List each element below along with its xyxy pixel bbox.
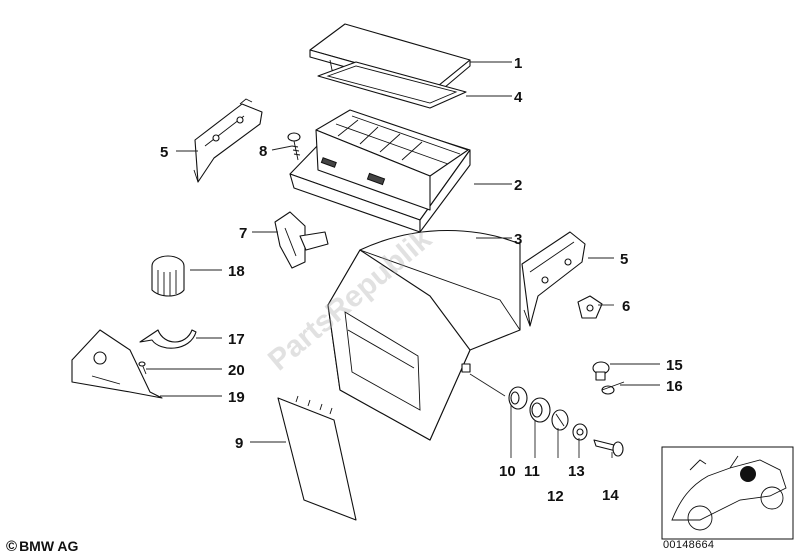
part-screw-16 xyxy=(601,381,625,395)
callout-10: 10 xyxy=(499,463,516,480)
callout-8: 8 xyxy=(259,143,267,160)
part-washer-13 xyxy=(572,423,588,441)
callout-5-left: 5 xyxy=(160,144,168,161)
part-plate-9 xyxy=(277,395,357,521)
part-screw-8 xyxy=(287,132,301,161)
diagram-id: 00148664 xyxy=(663,539,715,551)
part-grommet-10 xyxy=(508,386,528,410)
part-bracket-19 xyxy=(71,329,163,399)
part-bolt-14 xyxy=(593,439,624,457)
copyright-text: BMW AG xyxy=(19,538,79,554)
callout-13: 13 xyxy=(568,463,585,480)
callout-16: 16 xyxy=(666,378,683,395)
callout-5-right: 5 xyxy=(620,251,628,268)
motorcycle-thumbnail xyxy=(661,446,794,540)
part-screw-20 xyxy=(138,361,147,375)
callout-labels: 1 2 3 4 5 5 6 7 8 9 10 11 12 13 14 15 16… xyxy=(160,55,683,505)
part-bracket-right xyxy=(521,231,586,327)
callout-11: 11 xyxy=(524,463,540,480)
location-marker-icon xyxy=(740,466,756,482)
part-housing xyxy=(327,229,521,441)
part-tray-box xyxy=(289,109,471,233)
copyright: ©BMW AG xyxy=(6,538,78,555)
part-bracket-left xyxy=(193,98,263,183)
callout-2: 2 xyxy=(514,177,522,194)
callout-19: 19 xyxy=(228,389,245,406)
callout-14: 14 xyxy=(602,487,619,504)
leader-lines xyxy=(146,61,660,458)
callout-12: 12 xyxy=(547,488,564,505)
part-rivet-15 xyxy=(592,361,610,381)
callout-7: 7 xyxy=(239,225,247,242)
callout-1: 1 xyxy=(514,55,522,72)
part-gasket xyxy=(317,61,467,109)
copyright-symbol: © xyxy=(6,538,18,555)
callout-9: 9 xyxy=(235,435,243,452)
callout-4: 4 xyxy=(514,89,523,106)
part-clip-12 xyxy=(551,409,569,431)
callout-18: 18 xyxy=(228,263,245,280)
callout-3: 3 xyxy=(514,231,522,248)
part-clamp-17 xyxy=(139,329,197,349)
part-knob-18 xyxy=(151,255,185,297)
part-clip-7 xyxy=(274,211,329,269)
part-bushing-11 xyxy=(529,397,551,423)
callout-17: 17 xyxy=(228,331,245,348)
callout-15: 15 xyxy=(666,357,683,374)
callout-20: 20 xyxy=(228,362,245,379)
callout-6: 6 xyxy=(622,298,630,315)
part-nut-6 xyxy=(577,295,603,319)
